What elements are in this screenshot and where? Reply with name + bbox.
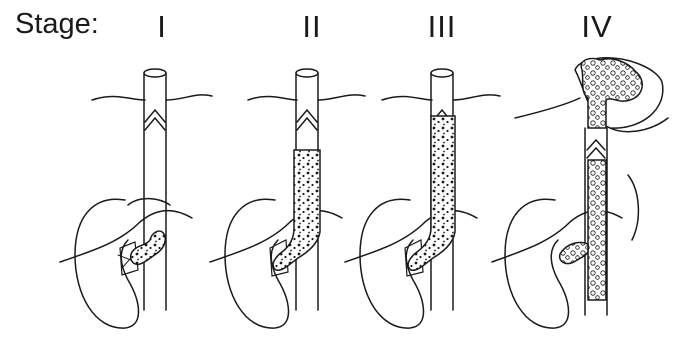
panel-stage-1 [60, 69, 212, 328]
panel-stage-2 [210, 69, 365, 328]
ureter-opening [144, 69, 166, 77]
tumor-stage-1 [131, 231, 166, 264]
tumor-stage-4-ivc [588, 160, 606, 300]
tumor-stage-3 [408, 116, 455, 270]
tumor-stage-4-renal [560, 242, 588, 263]
tumor-stage-2 [273, 150, 320, 270]
panel-stage-3 [345, 69, 500, 328]
kidney-outline [75, 199, 139, 328]
panel-stage-4 [492, 58, 668, 328]
tumor-stage-4-atrium [581, 58, 642, 128]
